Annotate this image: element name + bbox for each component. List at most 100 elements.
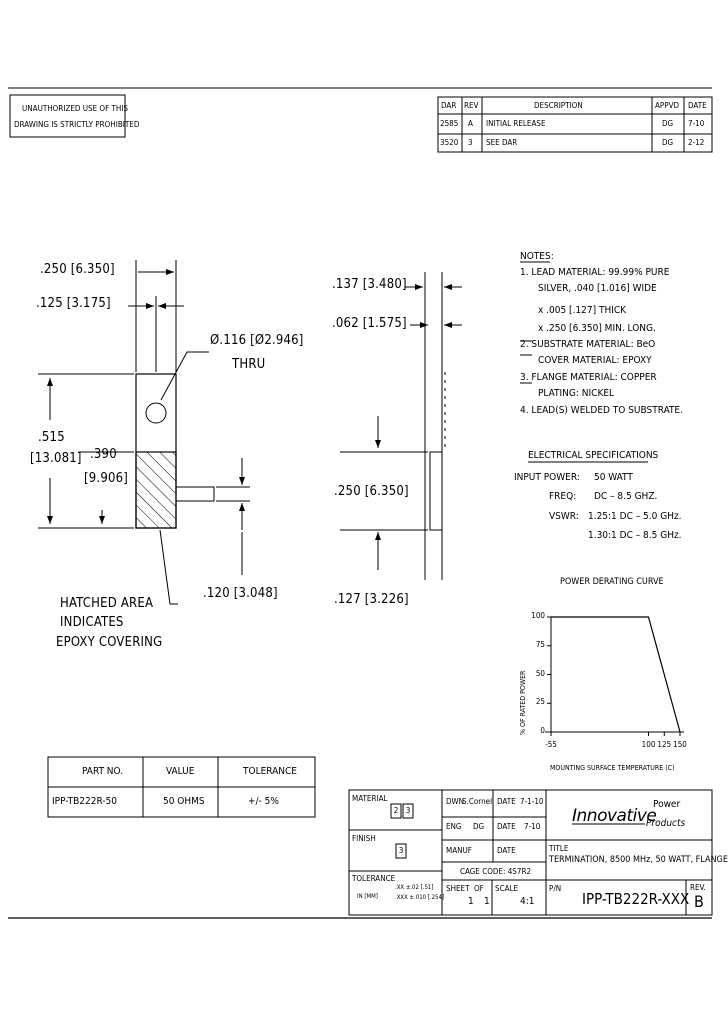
rev-value: B <box>694 892 704 911</box>
rev-row2-dar: 3520 <box>440 138 459 147</box>
rev-row1-rev: A <box>468 119 473 128</box>
rev-header-rev: REV <box>464 101 479 110</box>
rev-row2-date: 2-12 <box>688 138 705 147</box>
manuf-date-label: DATE <box>497 846 516 855</box>
dim-substrate-mm: [9.906] <box>84 471 128 486</box>
tolerance-units: IN [MM] <box>357 893 378 900</box>
note-1b: SILVER, .040 [1.016] WIDE <box>538 283 657 294</box>
dim-hole-thru: THRU <box>232 357 266 372</box>
derating-chart-axes <box>545 616 684 736</box>
chart-y-tick-label: 0 <box>540 726 545 735</box>
pn-label: P/N <box>549 884 562 893</box>
input-power-label: INPUT POWER: <box>514 472 580 483</box>
finish-label: FINISH <box>352 834 376 843</box>
note-3a: 3. FLANGE MATERIAL: COPPER <box>520 372 657 383</box>
dim-height-mm: [13.081] <box>30 451 82 466</box>
chart-x-tick-label: 125 <box>657 740 672 749</box>
warning-line-1: UNAUTHORIZED USE OF THIS <box>22 104 129 113</box>
material-label: MATERIAL <box>352 794 388 803</box>
chart-y-tick-label: 25 <box>535 697 545 707</box>
chart-title: POWER DERATING CURVE <box>560 577 664 587</box>
dim-substrate-inch: .390 <box>90 447 117 462</box>
manuf-label: MANUF <box>446 846 472 855</box>
vswr-label: VSWR: <box>549 511 579 522</box>
material-box-1: 2 <box>393 806 399 815</box>
dim-side-bottom: .127 [3.226] <box>334 592 409 607</box>
rev-header-appvd: APPVD <box>655 101 680 110</box>
revision-table-grid <box>437 96 713 153</box>
hatch-note-line-3: EPOXY COVERING <box>56 635 163 650</box>
finish-box: 3 <box>398 846 404 855</box>
vswr-value-2: 1.30:1 DC – 8.5 GHz. <box>588 530 682 541</box>
cage-code: CAGE CODE: 4S7R2 <box>460 867 532 876</box>
rev-row1-description: INITIAL RELEASE <box>486 119 546 128</box>
scale-label: SCALE <box>495 884 519 893</box>
parts-row-part: IPP-TB222R-50 <box>52 796 117 807</box>
title-block-grid <box>348 789 713 916</box>
sheet-of-label: OF <box>474 884 484 893</box>
eng-value: DG <box>473 822 485 831</box>
parts-table-grid <box>47 756 316 818</box>
dwn-date-label: DATE <box>497 797 516 806</box>
tolerance-xxx: .XXX ±.010 [.254] <box>395 894 444 901</box>
rev-label: REV. <box>690 883 706 892</box>
dim-height-inch: .515 <box>38 430 65 445</box>
front-view <box>38 260 250 605</box>
freq-label: FREQ: <box>549 491 577 502</box>
pn-value: IPP-TB222R-XXX <box>582 890 690 908</box>
tolerance-label: TOLERANCE <box>352 874 396 883</box>
chart-y-tick-label: 50 <box>535 668 545 678</box>
note-1c: x .005 [.127] THICK <box>538 305 627 316</box>
note-3b: PLATING: NICKEL <box>538 388 615 399</box>
dwn-date: 7-1-10 <box>520 797 544 806</box>
material-box-2: 3 <box>405 806 411 815</box>
parts-header-part: PART NO. <box>82 766 124 777</box>
dwn-value: S.Cornell <box>462 797 495 806</box>
rev-row1-appvd: DG <box>662 119 674 128</box>
chart-x-tick-label: -55 <box>545 740 557 749</box>
rev-header-dar: DAR <box>441 101 457 110</box>
note-1a: 1. LEAD MATERIAL: 99.99% PURE <box>520 267 670 278</box>
rev-header-description: DESCRIPTION <box>534 101 583 110</box>
rev-row1-dar: 2585 <box>440 119 459 128</box>
rev-row2-rev: 3 <box>468 138 473 147</box>
hatch-note-line-2: INDICATES <box>60 615 124 630</box>
logo-word-innovative: Innovative <box>572 806 657 826</box>
dim-front-half-width: .125 [3.175] <box>36 296 111 311</box>
note-1d: x .250 [6.350] MIN. LONG. <box>538 323 656 334</box>
electrical-heading: ELECTRICAL SPECIFICATIONS <box>528 450 659 461</box>
parts-row-tolerance: +/- 5% <box>248 796 279 807</box>
derating-curve-line <box>551 616 681 733</box>
title-label: TITLE <box>549 844 569 853</box>
chart-y-tick-label: 100 <box>531 611 545 620</box>
dim-lead-height: .120 [3.048] <box>203 586 278 601</box>
dim-side-total: .137 [3.480] <box>332 277 407 292</box>
dim-front-width: .250 [6.350] <box>40 262 115 277</box>
chart-y-tick-label: 75 <box>535 639 545 649</box>
eng-date-label: DATE <box>497 822 516 831</box>
tolerance-xx: .XX ±.02 [.51] <box>395 884 434 891</box>
warning-box <box>9 94 126 138</box>
rev-row1-date: 7-10 <box>688 119 705 128</box>
vswr-value-1: 1.25:1 DC – 5.0 GHz. <box>588 511 682 522</box>
chart-x-axis-label: MOUNTING SURFACE TEMPERATURE (C) <box>550 764 675 772</box>
warning-line-2: DRAWING IS STRICTLY PROHIBITED <box>14 120 140 129</box>
sheet-number: 1 <box>468 896 474 907</box>
sheet-label: SHEET <box>446 884 470 893</box>
freq-value: DC – 8.5 GHZ. <box>594 491 658 502</box>
dim-hole-diameter: Ø.116 [Ø2.946] <box>210 333 304 348</box>
dwn-label: DWN <box>446 797 465 806</box>
input-power-value: 50 WATT <box>594 472 633 483</box>
notes-decorations <box>520 261 648 463</box>
rev-row2-appvd: DG <box>662 138 674 147</box>
logo-word-products: Products <box>646 818 686 829</box>
sheet-total: 1 <box>484 896 490 907</box>
rev-header-date: DATE <box>688 101 707 110</box>
chart-y-axis-label: % OF RATED POWER <box>519 670 527 735</box>
hatch-note-line-1: HATCHED AREA <box>60 596 154 611</box>
title-value: TERMINATION, 8500 MHz, 50 WATT, FLANGE <box>549 855 728 865</box>
chart-x-tick-label: 150 <box>673 740 687 749</box>
parts-row-value: 50 OHMS <box>163 796 205 807</box>
dim-side-lead: .250 [6.350] <box>334 484 409 499</box>
